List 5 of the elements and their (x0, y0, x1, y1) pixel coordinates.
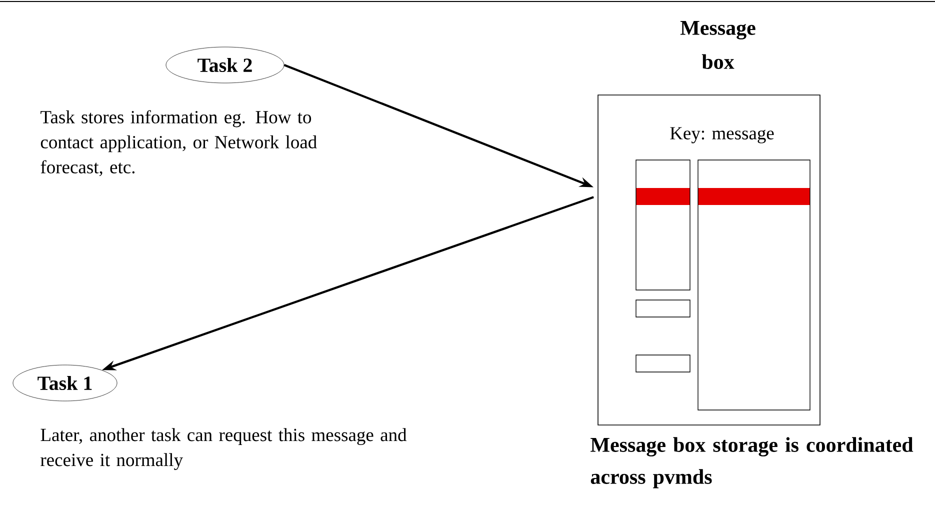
box-heading: Message box (680, 21, 756, 69)
key-label: Key: message (670, 127, 774, 144)
description-text: Task stores information eg. How to contact application, or Network load forecast, etc. (40, 110, 317, 176)
description-text: Later, another task can request this message and receive it normally (40, 428, 407, 470)
storage-note: Message box storage is coordinated across pvmds (590, 437, 914, 488)
